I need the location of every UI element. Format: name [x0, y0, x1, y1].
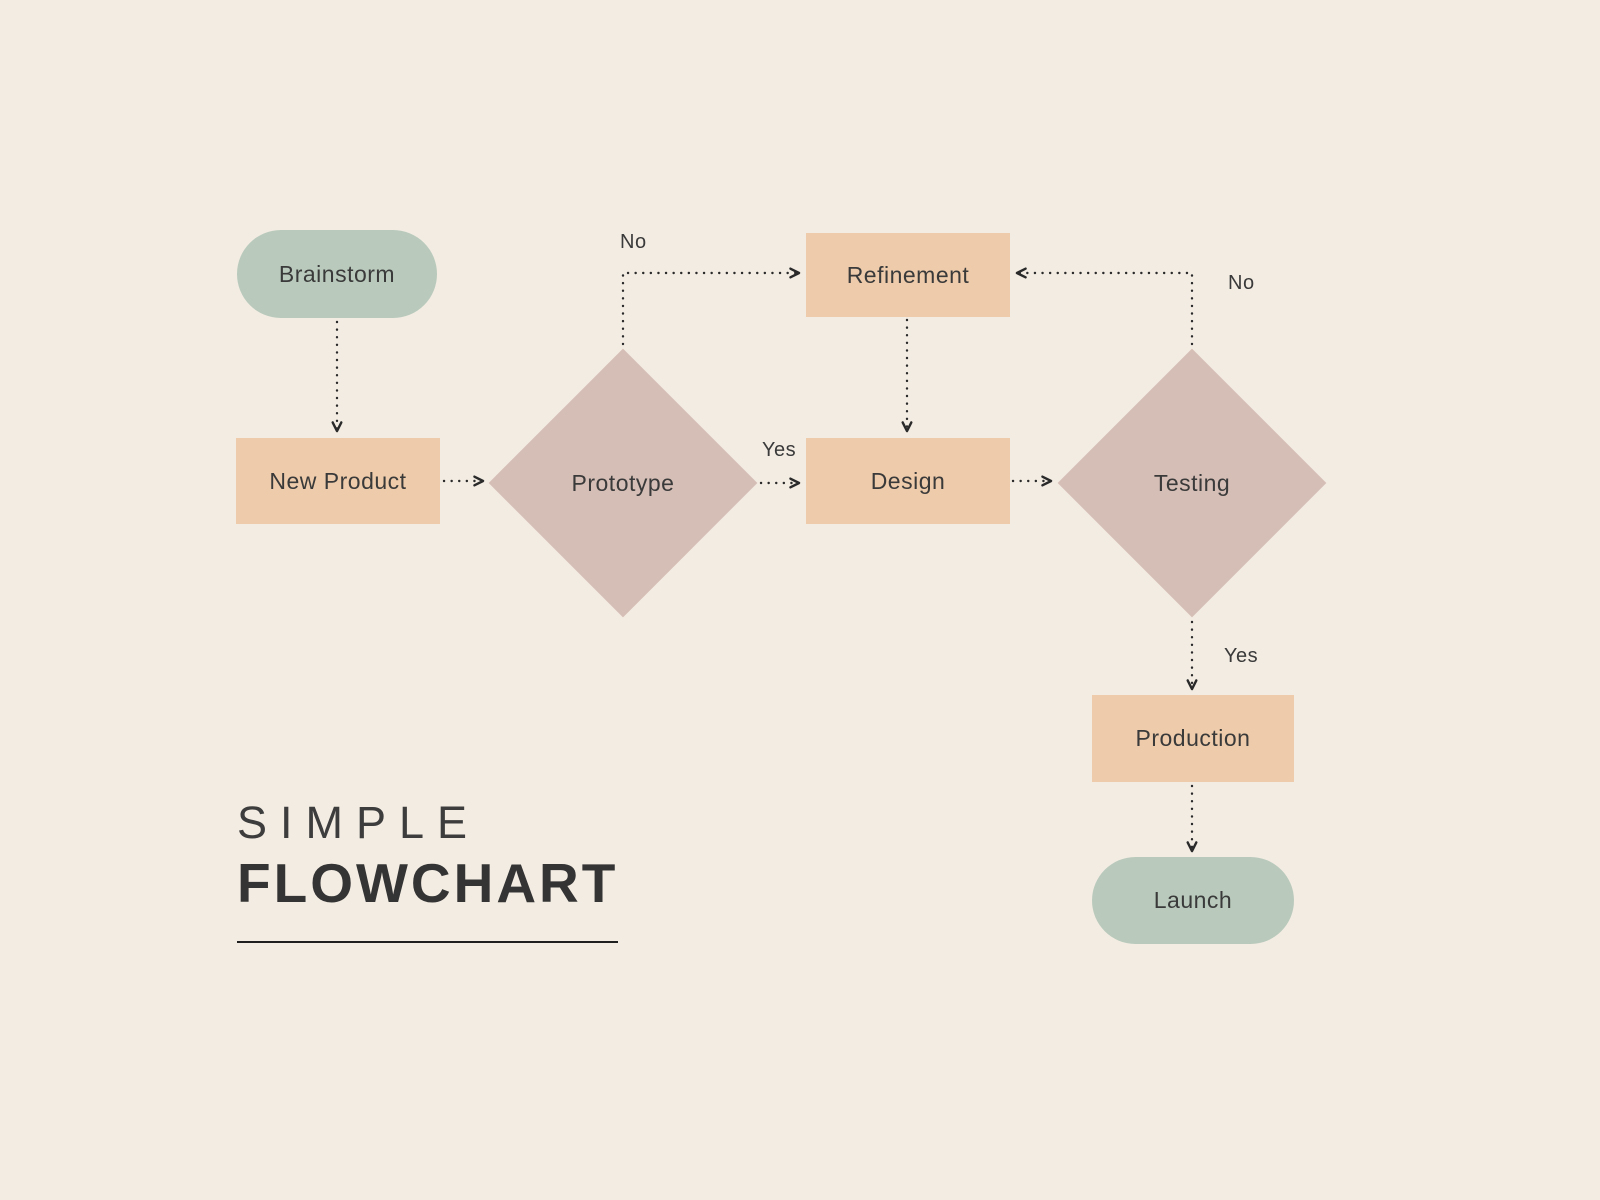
- node-testing: Testing: [1092, 453, 1292, 513]
- node-launch-label: Launch: [1153, 887, 1233, 913]
- node-refinement: Refinement: [806, 233, 1010, 317]
- node-refinement-label: Refinement: [846, 261, 970, 288]
- node-new-product-label: New Product: [269, 467, 407, 494]
- title-line-2: FLOWCHART: [237, 851, 619, 914]
- edge-label-prototype-no: No: [620, 231, 647, 253]
- flowchart-title: SIMPLE FLOWCHART: [237, 798, 657, 943]
- edge-prototype-to-refinement: [621, 267, 801, 346]
- edge-label-prototype-yes: Yes: [762, 439, 797, 461]
- node-production: Production: [1092, 695, 1294, 782]
- node-launch: Launch: [1092, 857, 1294, 944]
- node-testing-label: Testing: [1153, 469, 1231, 496]
- node-prototype: Prototype: [523, 453, 723, 513]
- title-underline: [237, 940, 618, 943]
- node-prototype-label: Prototype: [571, 469, 675, 496]
- node-design: Design: [806, 438, 1010, 524]
- node-brainstorm-label: Brainstorm: [278, 260, 396, 287]
- node-design-label: Design: [870, 467, 946, 494]
- edge-label-testing-yes: Yes: [1224, 645, 1259, 667]
- node-production-label: Production: [1135, 725, 1251, 751]
- title-line-1: SIMPLE: [237, 797, 481, 848]
- edge-testing-to-refinement: [1015, 267, 1194, 346]
- edge-label-testing-no: No: [1228, 272, 1255, 294]
- node-new-product: New Product: [236, 438, 440, 524]
- node-brainstorm: Brainstorm: [237, 230, 437, 318]
